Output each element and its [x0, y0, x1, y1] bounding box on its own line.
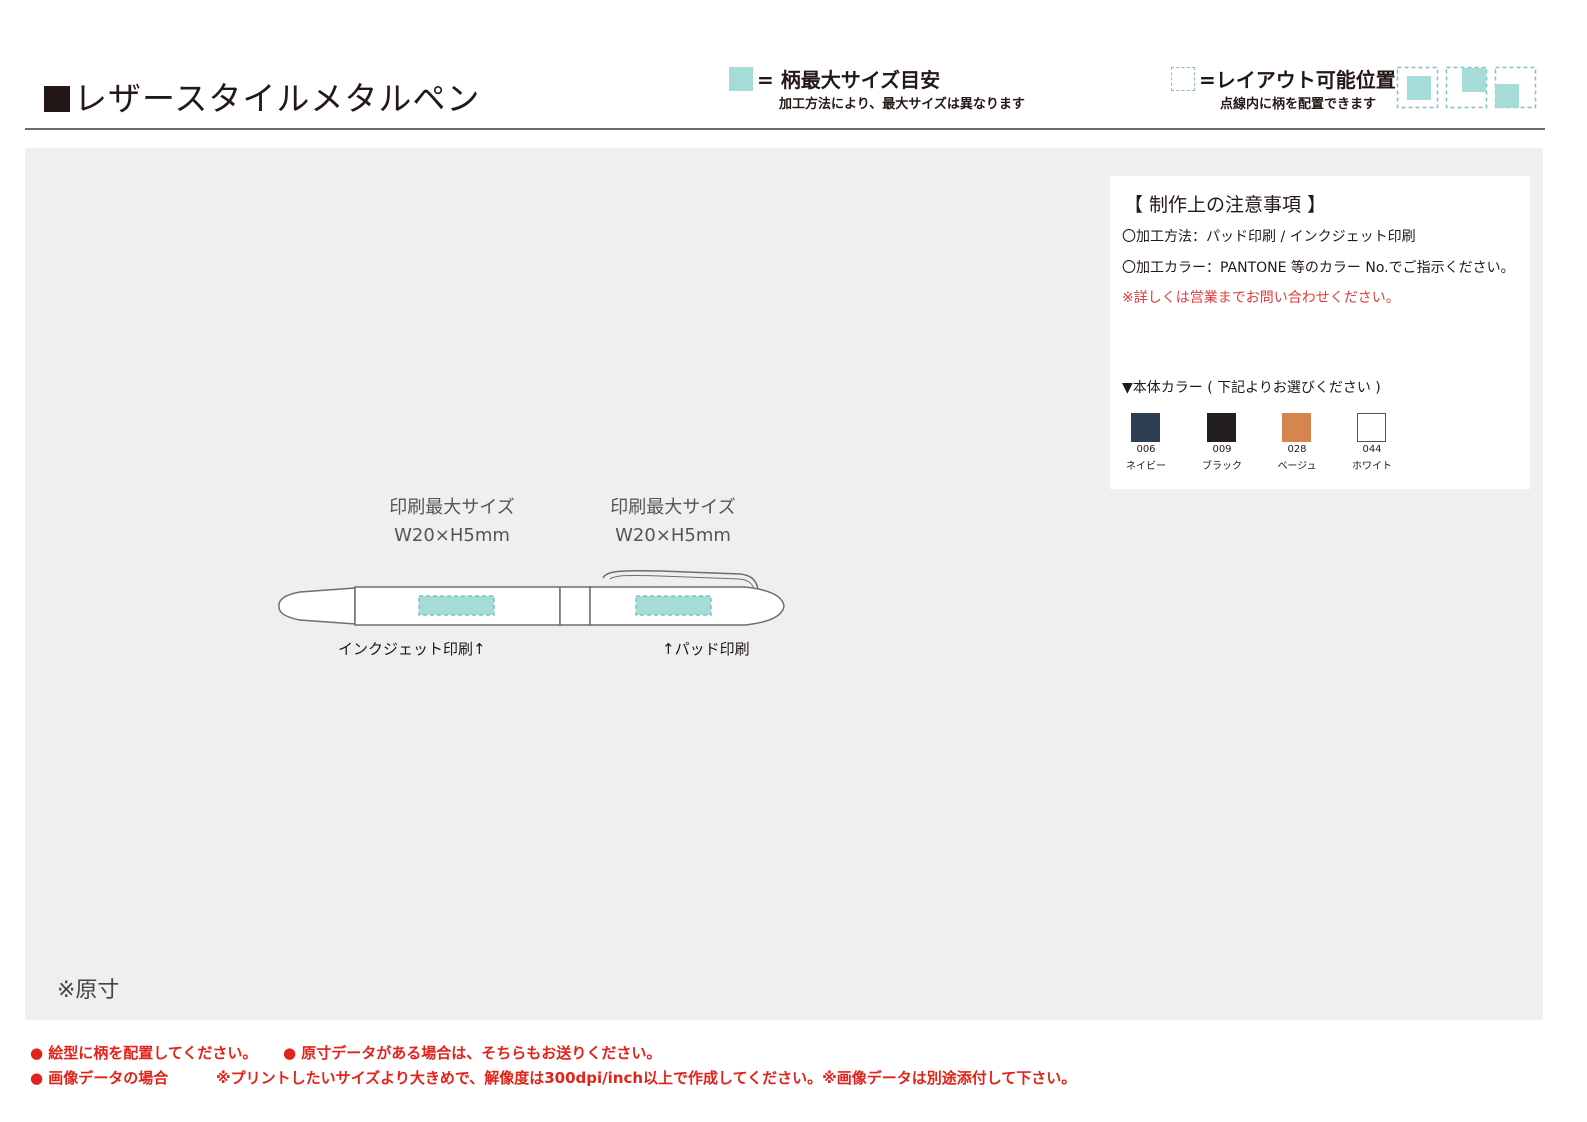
layout-legend-subtitle: 点線内に柄を配置できます	[1220, 97, 1377, 112]
print-size-title: 印刷最大サイズ	[389, 497, 515, 518]
pen-connector	[559, 586, 591, 626]
pen-tip	[278, 587, 356, 625]
color-name: ベージュ	[1277, 461, 1317, 472]
color-chip-navy	[1131, 413, 1160, 442]
color-name: ブラック	[1202, 461, 1242, 472]
pen-illustration	[278, 569, 785, 626]
color-chip-black	[1207, 413, 1236, 442]
print-area-pad	[635, 595, 712, 616]
footer-note: ● 原寸データがある場合は、そちらもお送りください。	[283, 1044, 662, 1062]
footer-note: ※プリントしたいサイズより大きめで、解像度は300dpi/inch以上で作成して…	[216, 1069, 1077, 1087]
footer-note: ● 絵型に柄を配置してください。	[30, 1044, 258, 1062]
pen-clip-inner	[609, 574, 755, 590]
layout-legend-title: =レイアウト可能位置	[1199, 68, 1396, 92]
pen-clip	[602, 569, 759, 590]
max-size-legend-subtitle: 加工方法により、最大サイズは異なります	[779, 97, 1025, 112]
print-size-title: 印刷最大サイズ	[610, 497, 736, 518]
title-square-icon	[44, 86, 70, 112]
color-chip-white	[1357, 413, 1386, 442]
color-name: ネイビー	[1126, 461, 1166, 472]
print-size-label-left: 印刷最大サイズ W20×H5mm	[352, 494, 552, 550]
footer-note: ● 画像データの場合	[30, 1069, 169, 1087]
body-colors-title: ▼本体カラー ( 下記よりお選びください )	[1122, 380, 1381, 396]
print-size-value: W20×H5mm	[615, 525, 731, 546]
method-label-pad: ↑パッド印刷	[662, 640, 750, 658]
actual-size-note: ※原寸	[57, 978, 120, 1003]
method-label-inkjet: インクジェット印刷↑	[338, 640, 486, 658]
note-color: 〇加工カラー：PANTONE 等のカラー No.でご指示ください。	[1122, 260, 1515, 276]
header-divider	[25, 128, 1545, 130]
print-area-inkjet	[418, 595, 495, 616]
note-method: 〇加工方法：パッド印刷 / インクジェット印刷	[1122, 229, 1416, 245]
color-chip-beige	[1282, 413, 1311, 442]
layout-area-dashed-icon	[1171, 67, 1195, 91]
notes-title: 【 制作上の注意事項 】	[1124, 194, 1327, 216]
page-title-text: レザースタイルメタルペン	[74, 79, 481, 118]
note-warning: ※詳しくは営業までお問い合わせください。	[1122, 290, 1400, 306]
layout-position-examples-icon	[1396, 66, 1537, 109]
color-code: 006	[1136, 444, 1156, 455]
print-size-label-right: 印刷最大サイズ W20×H5mm	[573, 494, 773, 550]
print-size-value: W20×H5mm	[394, 525, 510, 546]
production-notes-box: 【 制作上の注意事項 】 〇加工方法：パッド印刷 / インクジェット印刷 〇加工…	[1110, 176, 1530, 489]
page-title: レザースタイルメタルペン	[44, 72, 480, 120]
color-code: 028	[1287, 444, 1307, 455]
max-size-legend-title: = 柄最大サイズ目安	[757, 68, 941, 92]
color-code: 044	[1362, 444, 1382, 455]
color-name: ホワイト	[1352, 461, 1392, 472]
max-size-swatch-icon	[729, 67, 753, 91]
color-code: 009	[1212, 444, 1232, 455]
